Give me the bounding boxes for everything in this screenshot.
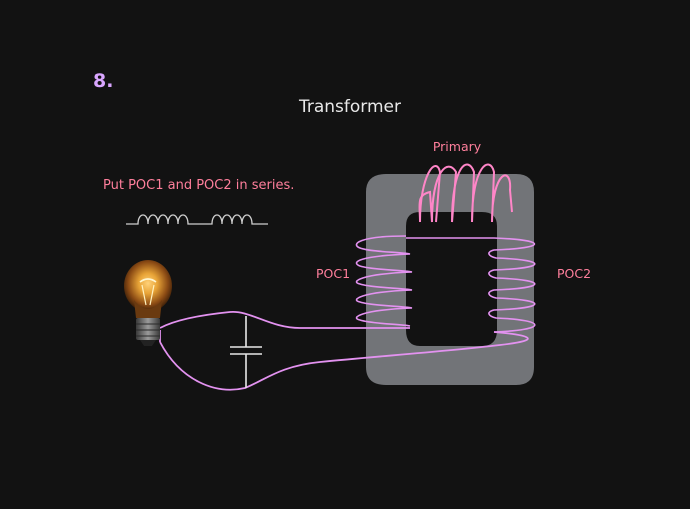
slide-number: 8. xyxy=(93,70,113,92)
poc1-label: POC1 xyxy=(316,266,350,281)
page-title: Transformer xyxy=(298,97,401,117)
primary-label: Primary xyxy=(433,139,482,154)
instruction-text: Put POC1 and POC2 in series. xyxy=(103,178,294,193)
capacitor-icon xyxy=(230,316,262,388)
poc2-label: POC2 xyxy=(557,266,591,281)
two-inductors-series-icon xyxy=(126,214,268,225)
primary-coil xyxy=(418,163,513,223)
transformer-core xyxy=(366,174,534,385)
poc1-coil xyxy=(355,235,413,327)
poc2-coil xyxy=(406,237,536,333)
incandescent-bulb-icon xyxy=(124,260,172,346)
